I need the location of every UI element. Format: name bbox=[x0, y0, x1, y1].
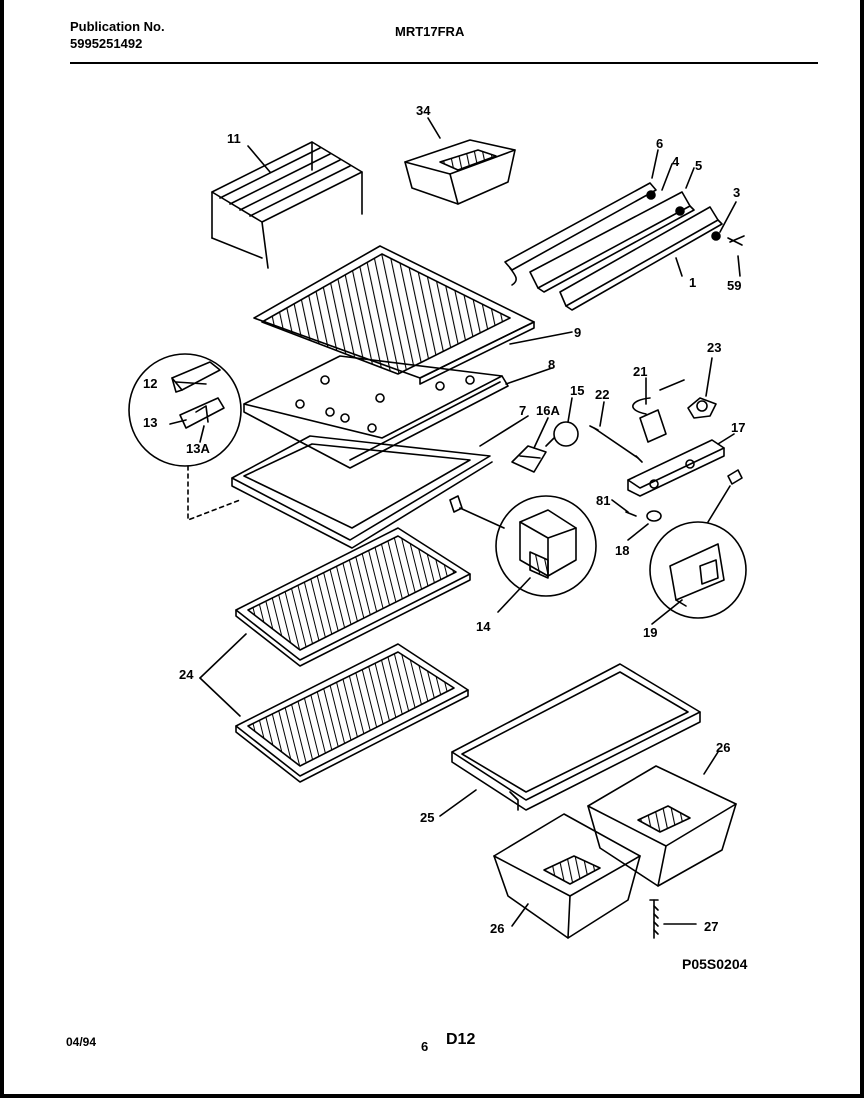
callout-13a: 13A bbox=[186, 441, 210, 456]
callout-25: 25 bbox=[420, 810, 435, 825]
callout-34: 34 bbox=[416, 103, 431, 118]
page-number: 6 bbox=[421, 1039, 429, 1054]
shelf-frame-part bbox=[243, 355, 509, 469]
screw-27-part bbox=[649, 899, 697, 939]
callout-6: 6 bbox=[656, 136, 664, 151]
callout-15: 15 bbox=[570, 383, 585, 398]
header-rule bbox=[70, 62, 818, 64]
screw-washer-part bbox=[625, 510, 662, 522]
wire-rack-part bbox=[211, 141, 363, 269]
publication-label: Publication No. bbox=[70, 19, 165, 34]
scan-edge-right bbox=[860, 0, 864, 1098]
callout-81: 81 bbox=[596, 493, 611, 508]
crisper-cover-part bbox=[439, 663, 701, 817]
callout-7: 7 bbox=[519, 403, 527, 418]
small-bin-part bbox=[404, 139, 516, 205]
wire-shelf-lower-part bbox=[235, 643, 469, 783]
callout-26-right: 26 bbox=[716, 740, 731, 755]
crisper-drawer-right-part bbox=[587, 751, 737, 887]
control-housing-part bbox=[627, 439, 743, 497]
callout-19: 19 bbox=[643, 625, 658, 640]
callout-18: 18 bbox=[615, 543, 630, 558]
scan-edge-bottom bbox=[0, 1094, 864, 1098]
callout-21: 21 bbox=[633, 364, 648, 379]
callout-24: 24 bbox=[179, 667, 194, 682]
callout-11: 11 bbox=[227, 131, 241, 146]
wire-shelf-upper-part bbox=[235, 527, 471, 667]
detail-circle-19 bbox=[649, 485, 747, 619]
lower-frame-part bbox=[231, 435, 493, 549]
callout-16a: 16A bbox=[536, 403, 560, 418]
switch-rod-part bbox=[589, 425, 643, 463]
callout-23: 23 bbox=[707, 340, 722, 355]
diagram-code: P05S0204 bbox=[682, 956, 748, 972]
footer-date: 04/94 bbox=[66, 1035, 97, 1049]
model-number: MRT17FRA bbox=[395, 24, 465, 39]
leader-lines bbox=[169, 117, 741, 625]
control-knob-part bbox=[687, 397, 717, 419]
detail-circle-left bbox=[128, 353, 242, 521]
publication-number: 5995251492 bbox=[70, 36, 143, 51]
switch-part bbox=[632, 379, 685, 443]
callout-26-left: 26 bbox=[490, 921, 505, 936]
detail-circle-14 bbox=[449, 495, 597, 597]
callout-1: 1 bbox=[689, 275, 697, 290]
callout-17: 17 bbox=[731, 420, 746, 435]
callout-22: 22 bbox=[595, 387, 610, 402]
callout-8: 8 bbox=[548, 357, 556, 372]
callout-14: 14 bbox=[476, 619, 491, 634]
callout-lines-24 bbox=[199, 633, 247, 717]
crisper-drawer-left-part bbox=[493, 813, 641, 939]
callout-59: 59 bbox=[727, 278, 742, 293]
callout-5: 5 bbox=[695, 158, 703, 173]
callout-12: 12 bbox=[143, 376, 158, 391]
section-code: D12 bbox=[446, 1031, 476, 1048]
shelf-rails-part bbox=[504, 182, 745, 311]
shelf-top-part bbox=[253, 245, 535, 385]
callout-13: 13 bbox=[143, 415, 158, 430]
scan-edge-left bbox=[0, 0, 4, 1098]
callout-9: 9 bbox=[574, 325, 582, 340]
light-socket-part bbox=[511, 421, 579, 473]
callout-4: 4 bbox=[672, 154, 680, 169]
callout-3: 3 bbox=[733, 185, 741, 200]
callout-27: 27 bbox=[704, 919, 719, 934]
